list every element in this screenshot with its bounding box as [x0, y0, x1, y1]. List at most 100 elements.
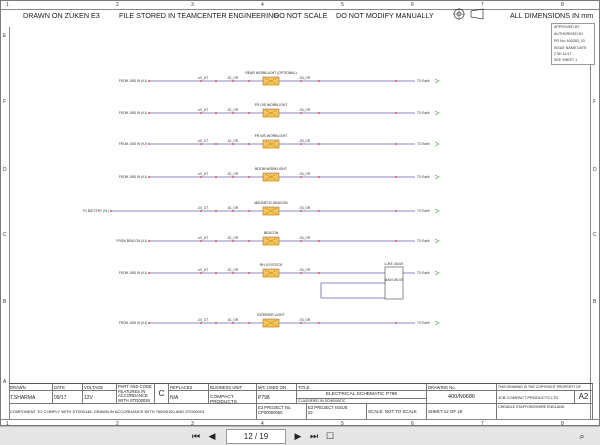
- earth-arrow-icon: [434, 110, 440, 116]
- wire-junction: [200, 112, 202, 114]
- wire-junction: [200, 210, 202, 212]
- earth-arrow-icon: [434, 141, 440, 147]
- header-file-stored: FILE STORED IN TEAMCENTER ENGINEERING: [119, 11, 279, 20]
- lamp-symbol: [264, 319, 278, 327]
- circuit-title: RH JOYSTICK: [260, 263, 283, 267]
- wire-label: -51_OR: [227, 236, 239, 240]
- wiring-diagram: FROM 1530 IN (KJ)-4X_OT-51_OR-53_ORREAR …: [82, 71, 440, 328]
- wire-junction: [300, 80, 302, 82]
- earth-arrow-icon: [434, 270, 440, 276]
- earth-arrow-icon: [434, 320, 440, 326]
- wire-junction: [248, 322, 250, 324]
- wire-label: -53_OR: [299, 76, 311, 80]
- header-do-not-modify: DO NOT MODIFY MANUALLY: [336, 11, 434, 20]
- header-dimensions: ALL DIMENSIONS IN mm: [510, 11, 594, 20]
- last-page-icon[interactable]: ⏭: [309, 431, 319, 441]
- header-do-not-scale: DO NOT SCALE: [274, 11, 328, 20]
- wire-junction: [318, 143, 320, 145]
- wire-label: -53_OR: [299, 318, 311, 322]
- row-markers-right: F D C B: [590, 27, 599, 419]
- wire-junction: [300, 176, 302, 178]
- circuit-destination-label: TO Earth: [417, 142, 430, 146]
- circuit-source-label: FROM 1530 IN (KJ): [119, 175, 147, 179]
- wire-junction: [248, 176, 250, 178]
- wire-label: -51_OR: [227, 318, 239, 322]
- circuit-destination-label: TO Earth: [417, 111, 430, 115]
- wire-junction: [200, 322, 202, 324]
- wire-junction: [395, 80, 397, 82]
- wire-label: -53_OR: [299, 172, 311, 176]
- wire-label: -51_OR: [227, 172, 239, 176]
- next-page-icon[interactable]: ▶: [294, 431, 302, 441]
- approval-stamp: APPROVED BY AUTHORISED BY PR No: A00283_…: [551, 23, 595, 65]
- wire-label: -4X_OT: [197, 206, 208, 210]
- wire-junction: [215, 322, 217, 324]
- circuit-source-label: FROM 1530 IN (KJ): [119, 79, 147, 83]
- earth-arrow-icon: [434, 174, 440, 180]
- wire-label: -51_OR: [227, 76, 239, 80]
- wire-label: -4X_OT: [197, 318, 208, 322]
- page-number-input[interactable]: 12 / 19: [226, 429, 286, 444]
- wire-junction: [148, 143, 150, 145]
- wire-junction: [395, 112, 397, 114]
- wire-junction: [232, 272, 234, 274]
- first-page-icon[interactable]: ⏮: [191, 431, 201, 441]
- wire-junction: [300, 272, 302, 274]
- row-markers-left: E F D C B A: [1, 27, 10, 419]
- circuit-title: BOOM WORKLIGHT: [255, 167, 287, 171]
- title-block: DRAWN T.SHARMA DATE 09/17 VOLTAGE 12V PA…: [9, 383, 593, 420]
- prev-page-icon[interactable]: ◀: [208, 431, 216, 441]
- fit-page-icon[interactable]: ☐: [325, 431, 335, 441]
- column-markers-top: 1 2 3 4 5 6 7 8: [1, 1, 599, 10]
- lamp-symbol: [264, 269, 278, 277]
- wire-junction: [395, 322, 397, 324]
- sheet-cell: SHEET 12 OF 19: [427, 404, 497, 420]
- circuit-source-label: FROM BEACON (KJ): [117, 239, 147, 243]
- valve-top-label: LUKE VALVE: [384, 262, 403, 266]
- wire-junction: [395, 210, 397, 212]
- wire-label: -4X_OT: [197, 172, 208, 176]
- wire-junction: [200, 80, 202, 82]
- wire-junction: [395, 176, 397, 178]
- circuit-destination-label: TO Earth: [417, 175, 430, 179]
- zoom-icon[interactable]: ⌕: [579, 431, 585, 441]
- wire-label: -4X_OT: [197, 108, 208, 112]
- wire-junction: [215, 80, 217, 82]
- wire-junction: [300, 143, 302, 145]
- wire-junction: [232, 112, 234, 114]
- lamp-symbol: [264, 140, 278, 148]
- wire-label: -51_OR: [227, 139, 239, 143]
- wire-junction: [200, 143, 202, 145]
- wire-junction: [148, 176, 150, 178]
- wire-junction: [395, 240, 397, 242]
- wire-junction: [248, 143, 250, 145]
- wire-junction: [300, 112, 302, 114]
- column-markers-bottom: 1 2 3 4 5 6 7 8: [1, 419, 599, 425]
- earth-arrow-icon: [434, 208, 440, 214]
- wire-label: -53_OR: [299, 108, 311, 112]
- lamp-symbol: [264, 207, 278, 215]
- wire-label: -51_OR: [227, 268, 239, 272]
- lamp-symbol: [264, 77, 278, 85]
- circuit-destination-label: TO Earth: [417, 271, 430, 275]
- circuit-title: BEACON: [264, 231, 279, 235]
- wire-junction: [248, 272, 250, 274]
- circuit-destination-label: TO Earth: [417, 79, 430, 83]
- wire-junction: [200, 272, 202, 274]
- circuit-source-label: FROM 1530 IN (KJ): [119, 321, 147, 325]
- circuit-source-label: FROM 1530 IN (KJ): [119, 111, 147, 115]
- wire-junction: [215, 272, 217, 274]
- projection-symbol-icon: [453, 8, 484, 20]
- wire-label: -53_OR: [299, 139, 311, 143]
- wire-label: -51_OR: [227, 108, 239, 112]
- wire-junction: [300, 210, 302, 212]
- wire-label: -53_OR: [299, 236, 311, 240]
- wire-junction: [248, 210, 250, 212]
- circuit-source-label: TO BATTERY (VL): [82, 209, 109, 213]
- sheet-header: DRAWN ON ZUKEN E3 FILE STORED IN TEAMCEN…: [1, 1, 599, 27]
- wire-junction: [148, 322, 150, 324]
- wire-junction: [148, 112, 150, 114]
- circuit-source-label: FROM 1530 IN (KJ): [119, 142, 147, 146]
- circuit-title: FR N/S WORKLIGHT: [255, 134, 288, 138]
